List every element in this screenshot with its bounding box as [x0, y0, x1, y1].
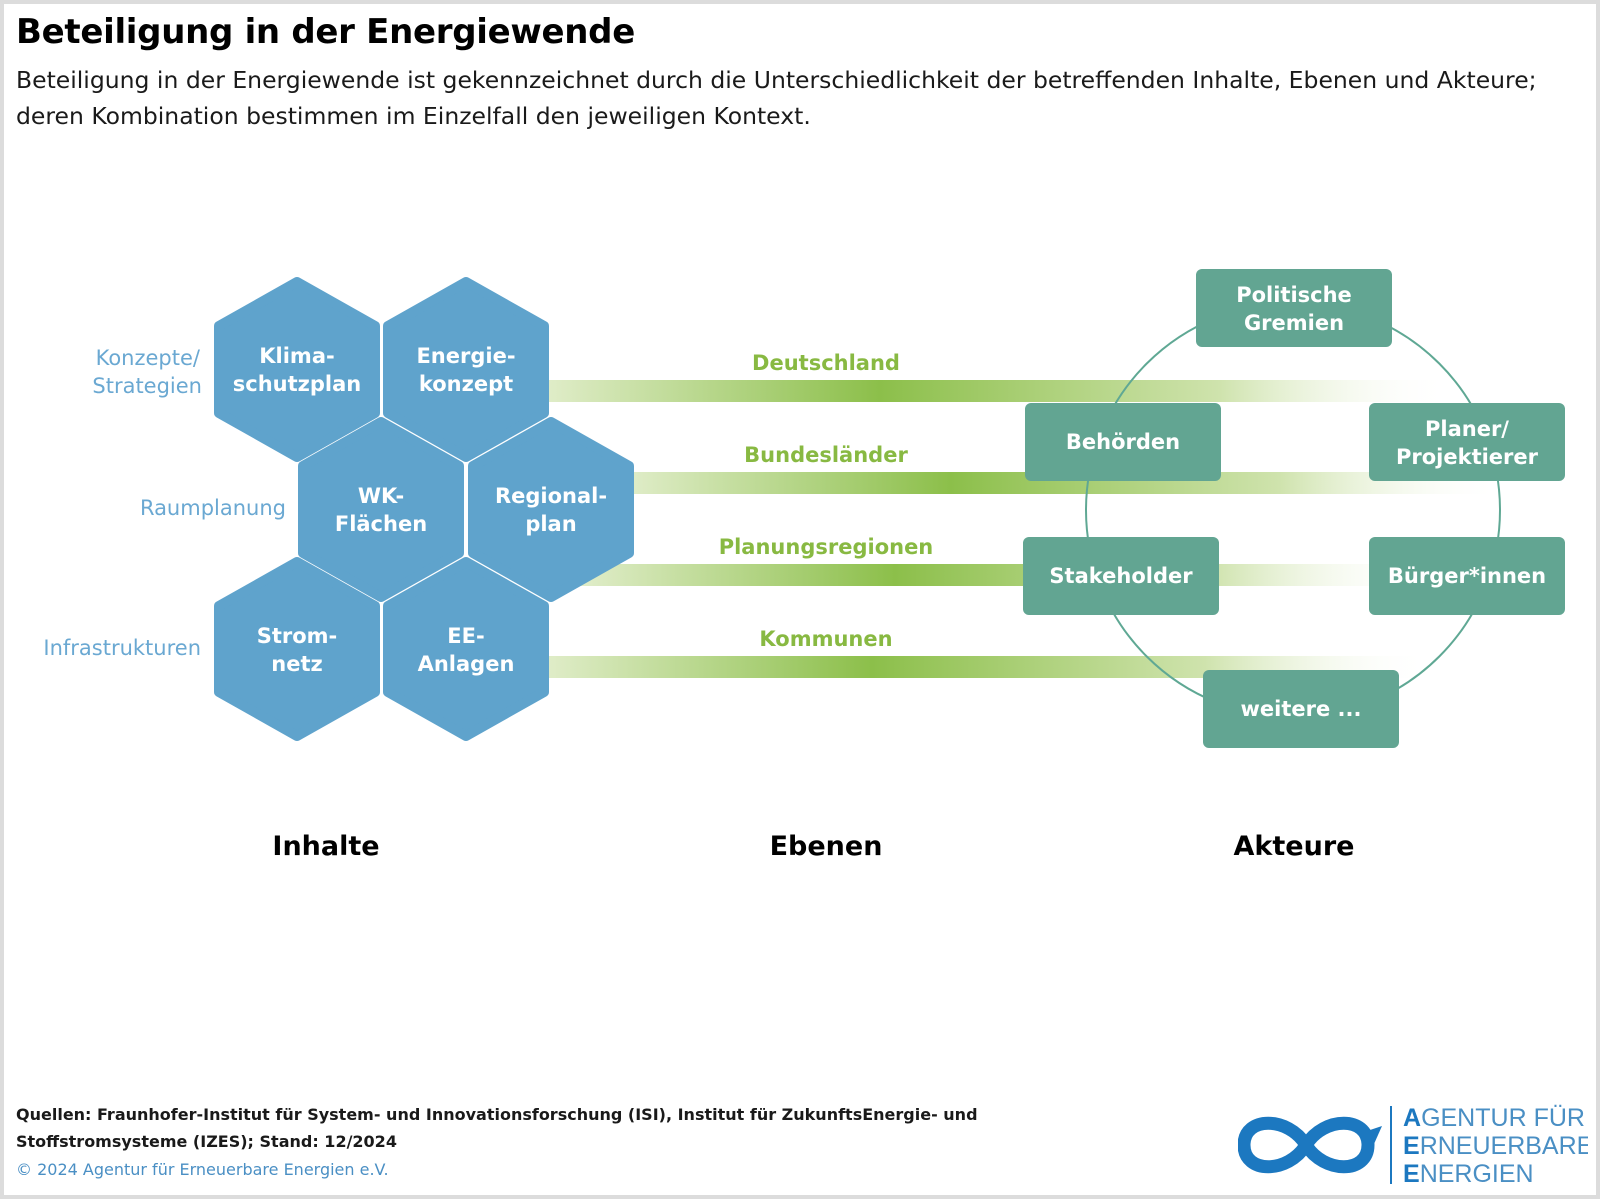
infinity-icon: [1238, 1116, 1382, 1174]
actor-planer-line2: Projektierer: [1396, 445, 1539, 469]
band-planungsregionen: [568, 564, 1428, 586]
footer-sources: Quellen: Fraunhofer-Institut für System-…: [16, 1105, 978, 1151]
band-deutschland: [530, 380, 1450, 402]
hex-regionalplan-line1: Regional-: [495, 484, 607, 508]
hex-ee-anlagen-line2: Anlagen: [418, 652, 515, 676]
hex-stromnetz: Strom- netz: [214, 557, 380, 741]
page-title: Beteiligung in der Energiewende: [16, 12, 635, 52]
hex-stromnetz-line1: Strom-: [257, 624, 338, 648]
band-bundeslaender: [612, 472, 1502, 494]
hex-klimaschutzplan: Klima- schutzplan: [214, 277, 380, 462]
aee-logo: AGENTUR FÜR ERNEUERBARE ENERGIEN: [1238, 1104, 1588, 1188]
actor-planer-line1: Planer/: [1425, 417, 1509, 441]
actor-politische-gremien-line2: Gremien: [1244, 311, 1344, 335]
actor-politische-gremien-line1: Politische: [1236, 283, 1352, 307]
category-infrastrukturen: Infrastrukturen: [43, 636, 201, 660]
actor-boxes: Politische Gremien Behörden Planer/ Proj…: [1023, 269, 1565, 748]
actor-buerger: Bürger*innen: [1369, 537, 1565, 615]
footer-copyright: © 2024 Agentur für Erneuerbare Energien …: [16, 1160, 389, 1179]
hex-regionalplan: Regional- plan: [468, 417, 634, 602]
logo-line-1: AGENTUR FÜR: [1403, 1104, 1585, 1132]
actor-stakeholder-label: Stakeholder: [1049, 564, 1193, 588]
hex-energiekonzept-line1: Energie-: [416, 344, 515, 368]
level-planungsregionen: Planungsregionen: [719, 535, 934, 559]
level-deutschland: Deutschland: [752, 351, 900, 375]
hex-stromnetz-line2: netz: [271, 652, 322, 676]
column-inhalte: Inhalte: [272, 831, 379, 862]
actor-weitere: weitere ...: [1203, 670, 1399, 748]
hex-ee-anlagen-line1: EE-: [447, 624, 484, 648]
hex-klimaschutzplan-line1: Klima-: [259, 344, 334, 368]
hex-ee-anlagen: EE- Anlagen: [383, 557, 549, 741]
logo-line-3: ENERGIEN: [1403, 1160, 1534, 1188]
hex-energiekonzept: Energie- konzept: [383, 277, 549, 462]
actor-buerger-label: Bürger*innen: [1388, 564, 1546, 588]
logo-line-2: ERNEUERBARE: [1403, 1132, 1588, 1160]
actor-stakeholder: Stakeholder: [1023, 537, 1219, 615]
hex-wk-flaechen: WK- Flächen: [298, 417, 464, 602]
hex-klimaschutzplan-line2: schutzplan: [233, 372, 361, 396]
column-akteure: Akteure: [1234, 831, 1355, 862]
page-subtitle: Beteiligung in der Energiewende ist geke…: [16, 66, 1537, 130]
level-bundeslaender: Bundesländer: [744, 443, 908, 467]
category-konzepte-line1: Konzepte/: [96, 346, 201, 370]
actors-circle: [1085, 302, 1501, 718]
level-bands: [530, 380, 1502, 678]
hex-wk-flaechen-line1: WK-: [358, 484, 404, 508]
actor-weitere-label: weitere ...: [1241, 697, 1362, 721]
actor-planer: Planer/ Projektierer: [1369, 403, 1565, 481]
actor-behoerden-label: Behörden: [1066, 430, 1180, 454]
hex-wk-flaechen-line2: Flächen: [335, 512, 427, 536]
actor-behoerden: Behörden: [1025, 403, 1221, 481]
category-raumplanung: Raumplanung: [140, 496, 286, 520]
column-ebenen: Ebenen: [770, 831, 883, 862]
hex-regionalplan-line2: plan: [525, 512, 576, 536]
hex-energiekonzept-line2: konzept: [419, 372, 513, 396]
category-konzepte-line2: Strategien: [92, 374, 202, 398]
level-kommunen: Kommunen: [759, 627, 892, 651]
actor-politische-gremien: Politische Gremien: [1196, 269, 1392, 347]
content-hexagons: Klima- schutzplan Energie- konzept WK- F…: [214, 277, 634, 741]
